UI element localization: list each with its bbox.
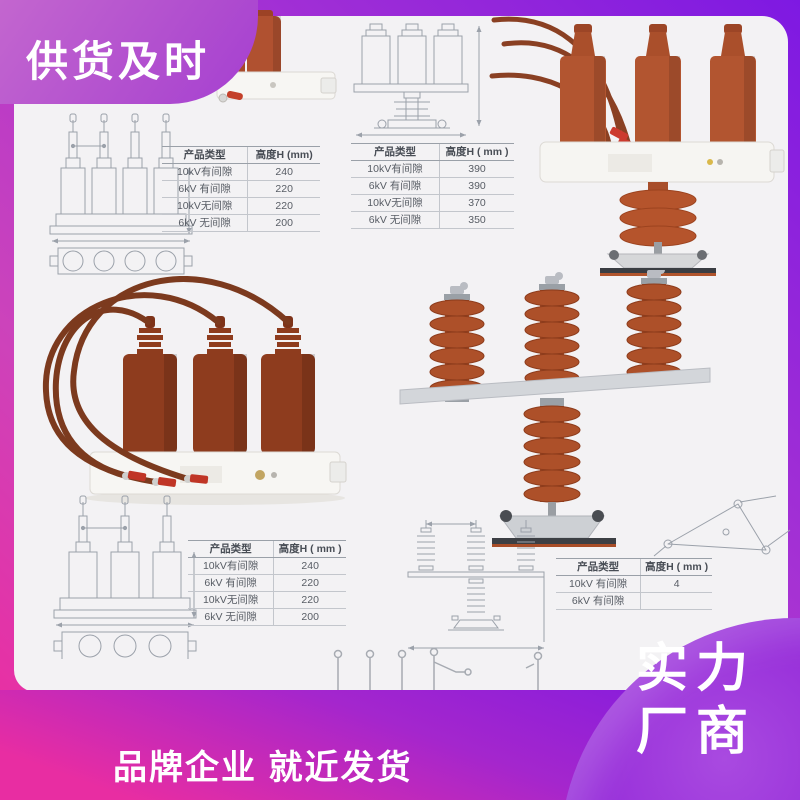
table-row: 10kV无间隙 370	[351, 195, 514, 212]
table-row: 6kV 有间隙 390	[351, 178, 514, 195]
cell-height: 350	[468, 214, 486, 226]
arrester-right	[626, 270, 682, 381]
cell-height: 390	[468, 163, 486, 175]
spec-table-4: 产品类型 高度H ( mm ) 10kV 有间隙 4 6kV 有间隙	[556, 558, 712, 610]
cylinders	[123, 316, 315, 454]
cell-product-type: 10kV无间隙	[162, 198, 249, 214]
badge-line-1: 实力	[636, 640, 757, 698]
table-row: 6kV 无间隙 350	[351, 212, 514, 229]
dimension-arrows	[356, 26, 482, 138]
cell-product-type: 10kV有间隙	[188, 558, 275, 574]
arrester-left	[429, 282, 485, 402]
header-product-type: 产品类型	[188, 541, 275, 557]
cell-product-type: 10kV无间隙	[188, 592, 275, 608]
cell-height: 200	[275, 217, 293, 229]
table-header-row: 产品类型 高度H ( mm )	[188, 540, 346, 558]
cell-product-type: 10kV有间隙	[162, 164, 249, 180]
diagram-terminal-rods	[328, 646, 560, 696]
table-header-row: 产品类型 高度H ( mm )	[556, 558, 712, 576]
aluminum-bar	[399, 367, 711, 405]
table-row: 6kV 无间隙 200	[188, 609, 346, 626]
table-row: 10kV 有间隙 4	[556, 576, 712, 593]
cell-height: 240	[275, 166, 293, 178]
photo-combined-protector-top-right	[488, 14, 790, 280]
diagram-triangle-base-top-view	[648, 492, 796, 564]
banner-label: 供货及时	[26, 38, 211, 85]
table-row: 6kV 无间隙 200	[162, 215, 320, 232]
cable-lugs	[122, 470, 209, 487]
cell-product-type: 10kV 有间隙	[556, 576, 642, 592]
dimension-arrows	[56, 552, 197, 628]
bottom-bar-label: 品牌企业 就近发货	[113, 749, 413, 787]
cell-height: 220	[301, 594, 319, 606]
cell-height: 240	[301, 560, 319, 572]
small-arrester-2	[467, 520, 485, 571]
center-insulator	[619, 182, 697, 247]
bottom-view	[49, 247, 193, 275]
promo-banner: 供货及时	[0, 0, 258, 104]
spec-table-2: 产品类型 高度H ( mm ) 10kV有间隙 390 6kV 有间隙 390 …	[351, 143, 514, 229]
header-product-type: 产品类型	[556, 559, 642, 575]
photo-polymer-arresters	[392, 270, 722, 562]
cell-product-type: 6kV 有间隙	[556, 593, 642, 609]
cell-height: 220	[301, 577, 319, 589]
spec-table-1: 产品类型 高度H (mm) 10kV有间隙 240 6kV 有间隙 220 10…	[162, 146, 320, 232]
cell-product-type: 10kV有间隙	[351, 161, 441, 177]
arrester-bottom	[523, 398, 581, 516]
header-height: 高度H ( mm )	[445, 146, 509, 158]
table-header-row: 产品类型 高度H (mm)	[162, 146, 320, 164]
dimension-arrows	[408, 521, 545, 651]
small-arrester-3	[517, 520, 535, 571]
spec-table-3: 产品类型 高度H ( mm ) 10kV有间隙 240 6kV 有间隙 220 …	[188, 540, 346, 626]
cylinders	[560, 24, 756, 148]
cell-product-type: 6kV 有间隙	[351, 178, 441, 194]
header-height: 高度H (mm)	[255, 149, 313, 161]
cell-product-type: 6kV 无间隙	[162, 215, 249, 231]
table-header-row: 产品类型 高度H ( mm )	[351, 143, 514, 161]
cell-height: 390	[468, 180, 486, 192]
front-view	[53, 495, 197, 619]
strength-badge-text: 实力 厂商	[636, 638, 756, 764]
diagram-three-column-protector	[50, 494, 200, 659]
cell-height	[641, 593, 712, 609]
table-row: 10kV无间隙 220	[188, 592, 346, 609]
cell-height: 220	[275, 183, 293, 195]
cell-product-type: 10kV无间隙	[351, 195, 441, 211]
diagram-four-column-protector	[48, 110, 193, 275]
cell-height: 4	[673, 578, 680, 590]
header-height: 高度H ( mm )	[278, 543, 342, 555]
bottom-view	[53, 631, 197, 659]
small-arrester-bottom	[448, 578, 504, 631]
cables	[42, 276, 291, 485]
table-row: 10kV有间隙 390	[351, 161, 514, 178]
table-row: 6kV 有间隙	[556, 593, 712, 610]
arrester-middle	[524, 272, 580, 390]
table-row: 6kV 有间隙 220	[188, 575, 346, 592]
cell-product-type: 6kV 无间隙	[351, 212, 441, 228]
table-row: 10kV无间隙 220	[162, 198, 320, 215]
cell-height: 220	[275, 200, 293, 212]
header-product-type: 产品类型	[351, 144, 441, 160]
table-row: 10kV有间隙 240	[188, 558, 346, 575]
cell-height: 370	[468, 197, 486, 209]
dimension-arrows	[52, 168, 192, 244]
cell-product-type: 6kV 有间隙	[188, 575, 275, 591]
header-height: 高度H ( mm )	[645, 561, 709, 573]
header-product-type: 产品类型	[162, 147, 249, 163]
badge-line-2: 厂商	[636, 703, 757, 761]
diagram-arresters-on-bar	[402, 516, 550, 664]
photo-protector-with-cables	[30, 276, 352, 508]
cell-product-type: 6kV 有间隙	[162, 181, 249, 197]
table-row: 10kV有间隙 240	[162, 164, 320, 181]
front-view	[49, 113, 193, 235]
table-row: 6kV 有间隙 220	[162, 181, 320, 198]
cell-height: 200	[301, 611, 319, 623]
small-arrester-1	[417, 520, 435, 571]
cell-product-type: 6kV 无间隙	[188, 609, 275, 625]
diagram-three-cylinder-protector	[338, 22, 486, 140]
